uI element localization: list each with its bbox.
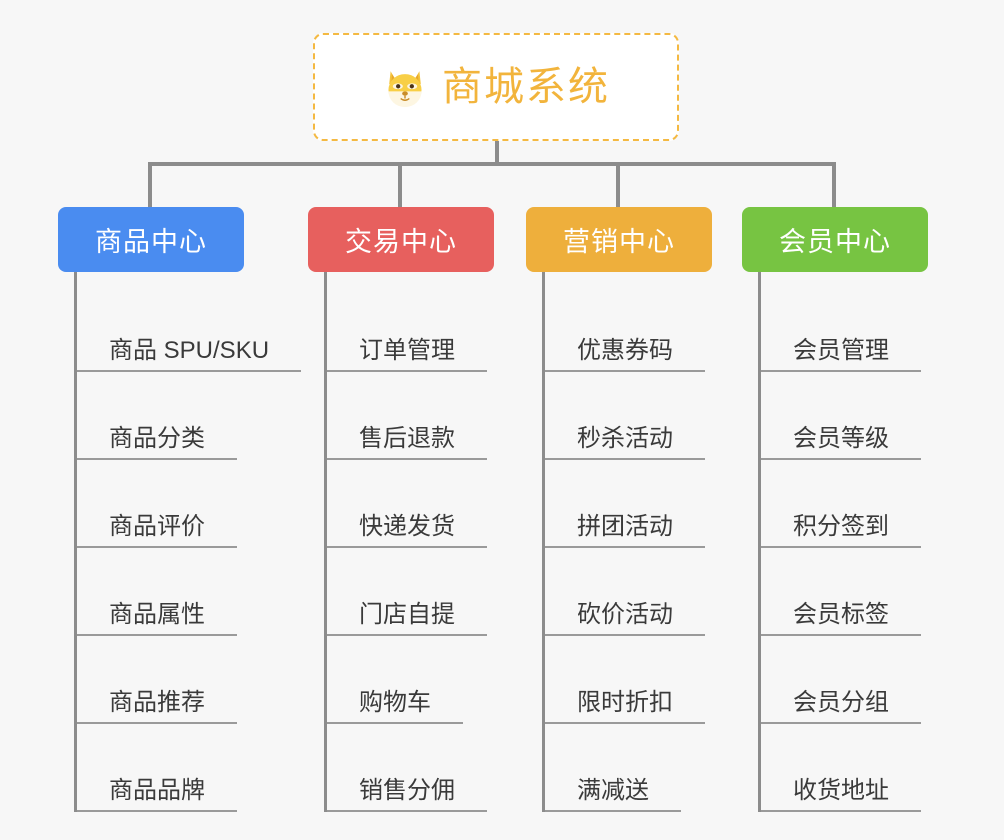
leaf-item[interactable]: 商品推荐 bbox=[77, 636, 301, 724]
leaf-item[interactable]: 商品属性 bbox=[77, 548, 301, 636]
leaf-label: 秒杀活动 bbox=[577, 424, 673, 452]
leaf-label: 商品评价 bbox=[109, 512, 205, 540]
connector-drop-3 bbox=[616, 162, 620, 207]
branch-header-label: 商品中心 bbox=[95, 227, 207, 257]
leaf-item[interactable]: 收货地址 bbox=[761, 724, 928, 812]
leaf-item[interactable]: 商品评价 bbox=[77, 460, 301, 548]
connector-drop-1 bbox=[148, 162, 152, 207]
leaf-item[interactable]: 会员等级 bbox=[761, 372, 928, 460]
leaf-label: 收货地址 bbox=[793, 776, 889, 804]
leaf-label: 会员管理 bbox=[793, 336, 889, 364]
branch-header-label: 交易中心 bbox=[345, 227, 457, 257]
leaf-label: 商品 SPU/SKU bbox=[109, 336, 270, 364]
branch-header-label: 营销中心 bbox=[563, 227, 675, 257]
leaf-label: 商品分类 bbox=[109, 424, 205, 452]
leaf-item[interactable]: 会员管理 bbox=[761, 284, 928, 372]
leaf-label: 商品推荐 bbox=[109, 688, 205, 716]
leaf-item[interactable]: 会员标签 bbox=[761, 548, 928, 636]
leaf-label: 商品属性 bbox=[109, 600, 205, 628]
leaf-label: 销售分佣 bbox=[359, 776, 455, 804]
leaf-item[interactable]: 订单管理 bbox=[327, 284, 494, 372]
branch-header-product-center[interactable]: 商品中心 bbox=[58, 207, 244, 272]
leaf-label: 门店自提 bbox=[359, 600, 455, 628]
leaf-item[interactable]: 商品 SPU/SKU bbox=[77, 284, 302, 372]
leaf-item[interactable]: 秒杀活动 bbox=[545, 372, 712, 460]
connector-bar bbox=[148, 162, 834, 166]
leaf-item[interactable]: 商品分类 bbox=[77, 372, 301, 460]
leaf-label: 优惠券码 bbox=[577, 336, 673, 364]
leaf-list-member-center: 会员管理 会员等级 积分签到 会员标签 会员分组 收货地址 bbox=[758, 272, 928, 812]
leaf-item[interactable]: 会员分组 bbox=[761, 636, 928, 724]
leaf-item[interactable]: 积分签到 bbox=[761, 460, 928, 548]
leaf-label: 满减送 bbox=[577, 776, 649, 804]
branch-column-marketing-center: 营销中心 优惠券码 秒杀活动 拼团活动 砍价活动 限时折扣 满减送 bbox=[526, 207, 712, 812]
leaf-label: 购物车 bbox=[359, 688, 431, 716]
branch-column-product-center: 商品中心 商品 SPU/SKU 商品分类 商品评价 商品属性 商品推荐 商品品牌 bbox=[58, 207, 302, 812]
branch-column-trade-center: 交易中心 订单管理 售后退款 快递发货 门店自提 购物车 销售分佣 bbox=[308, 207, 494, 812]
leaf-label: 会员等级 bbox=[793, 424, 889, 452]
leaf-item[interactable]: 门店自提 bbox=[327, 548, 494, 636]
leaf-list-product-center: 商品 SPU/SKU 商品分类 商品评价 商品属性 商品推荐 商品品牌 bbox=[74, 272, 302, 812]
branch-header-marketing-center[interactable]: 营销中心 bbox=[526, 207, 712, 272]
leaf-item[interactable]: 购物车 bbox=[327, 636, 494, 724]
branch-header-label: 会员中心 bbox=[779, 227, 891, 257]
branch-header-trade-center[interactable]: 交易中心 bbox=[308, 207, 494, 272]
leaf-list-marketing-center: 优惠券码 秒杀活动 拼团活动 砍价活动 限时折扣 满减送 bbox=[542, 272, 712, 812]
leaf-label: 积分签到 bbox=[793, 512, 889, 540]
leaf-label: 订单管理 bbox=[359, 336, 455, 364]
leaf-item[interactable]: 限时折扣 bbox=[545, 636, 712, 724]
root-title: 商城系统 bbox=[442, 65, 610, 109]
leaf-label: 售后退款 bbox=[359, 424, 455, 452]
leaf-label: 砍价活动 bbox=[577, 600, 673, 628]
leaf-item[interactable]: 满减送 bbox=[545, 724, 712, 812]
connector-stem bbox=[495, 141, 499, 165]
leaf-label: 限时折扣 bbox=[577, 688, 673, 716]
leaf-item[interactable]: 优惠券码 bbox=[545, 284, 712, 372]
leaf-label: 会员标签 bbox=[793, 600, 889, 628]
leaf-item[interactable]: 销售分佣 bbox=[327, 724, 494, 812]
leaf-label: 商品品牌 bbox=[109, 776, 205, 804]
leaf-label: 拼团活动 bbox=[577, 512, 673, 540]
root-node[interactable]: 商城系统 bbox=[313, 33, 679, 141]
leaf-list-trade-center: 订单管理 售后退款 快递发货 门店自提 购物车 销售分佣 bbox=[324, 272, 494, 812]
branch-column-member-center: 会员中心 会员管理 会员等级 积分签到 会员标签 会员分组 收货地址 bbox=[742, 207, 928, 812]
connector-drop-2 bbox=[398, 162, 402, 207]
leaf-label: 快递发货 bbox=[359, 512, 455, 540]
leaf-item[interactable]: 商品品牌 bbox=[77, 724, 301, 812]
leaf-item[interactable]: 砍价活动 bbox=[545, 548, 712, 636]
shiba-dog-face-icon bbox=[382, 64, 428, 110]
branch-header-member-center[interactable]: 会员中心 bbox=[742, 207, 928, 272]
leaf-item[interactable]: 快递发货 bbox=[327, 460, 494, 548]
leaf-item[interactable]: 拼团活动 bbox=[545, 460, 712, 548]
leaf-label: 会员分组 bbox=[793, 688, 889, 716]
connector-drop-4 bbox=[832, 162, 836, 207]
leaf-item[interactable]: 售后退款 bbox=[327, 372, 494, 460]
